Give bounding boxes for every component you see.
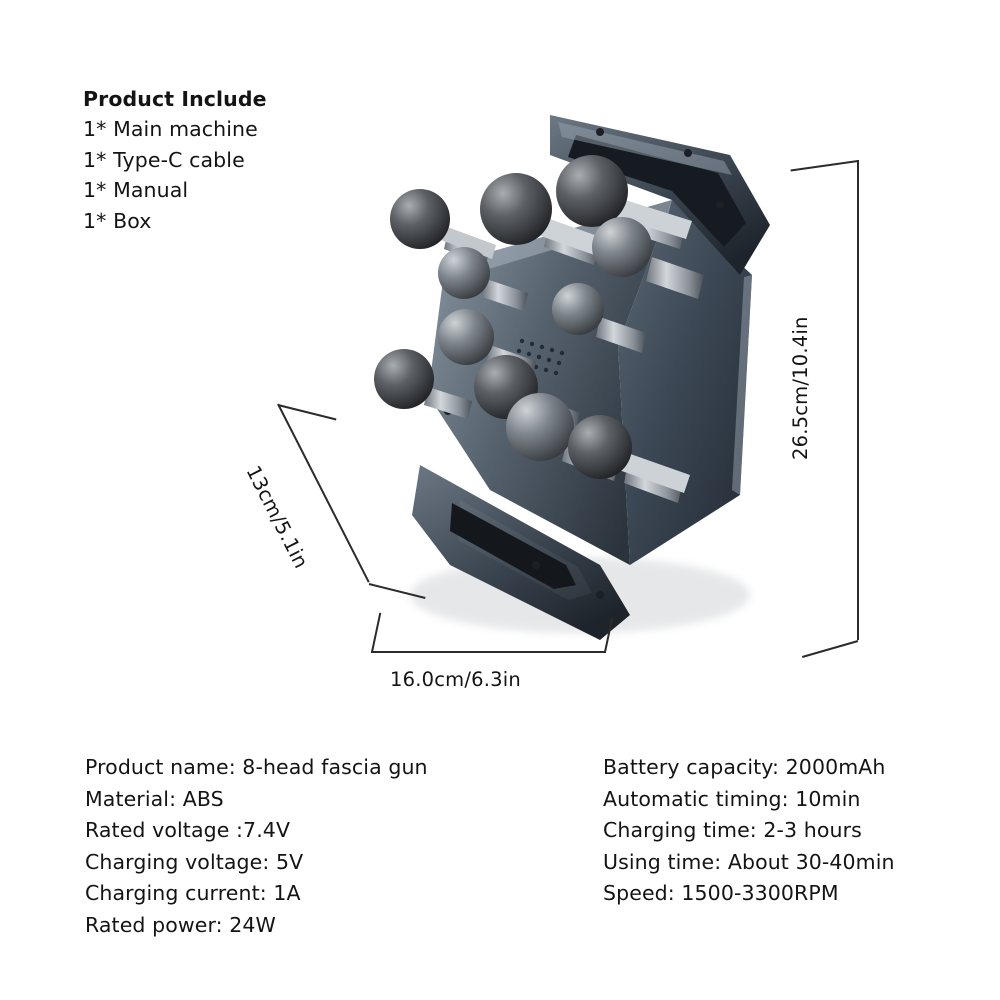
product-lower-handle — [412, 465, 630, 640]
massage-head — [480, 173, 606, 265]
vent-grill — [513, 338, 565, 376]
dimension-label-width: 16.0cm/6.3in — [390, 668, 521, 691]
spec-list-right: Battery capacity: 2000mAh Automatic timi… — [603, 752, 895, 910]
dimension-label-height: 26.5cm/10.4in — [789, 316, 812, 461]
spec-item: Automatic timing: 10min — [603, 786, 861, 811]
dimension-line-bottom — [371, 651, 606, 653]
massage-head — [438, 247, 528, 311]
massage-head — [568, 415, 690, 503]
spec-list-left: Product name: 8-head fascia gun Material… — [85, 752, 428, 941]
list-item: 1* Type-C cable — [83, 147, 245, 172]
spec-list: Product name: 8-head fascia gun Material… — [85, 752, 428, 941]
product-include-list: 1* Main machine 1* Type-C cable 1* Manua… — [83, 114, 413, 236]
spec-item: Charging time: 2-3 hours — [603, 818, 862, 842]
list-item: 1* Box — [83, 208, 152, 233]
spec-list: Battery capacity: 2000mAh Automatic timi… — [603, 752, 895, 910]
spec-item: Charging current: 1A — [85, 881, 301, 905]
massage-head — [556, 155, 692, 249]
screw-icon — [596, 591, 604, 599]
screw-icon — [716, 201, 724, 209]
product-include-title: Product Include — [83, 87, 267, 111]
spec-item: Using time: About 30-40min — [603, 849, 895, 874]
spec-item: Battery capacity: 2000mAh — [603, 755, 886, 779]
screw-icon — [596, 128, 604, 136]
dimension-line-right — [857, 160, 859, 640]
product-image — [300, 95, 820, 655]
spec-item: Speed: 1500-3300RPM — [603, 881, 839, 905]
spec-item: Rated power: 24W — [85, 912, 276, 937]
spec-item: Charging voltage: 5V — [85, 849, 304, 874]
spec-item: Rated voltage :7.4V — [85, 818, 291, 842]
list-item: 1* Main machine — [83, 117, 258, 141]
massage-head — [374, 349, 472, 419]
spec-item: Material: ABS — [85, 786, 224, 811]
spec-item: Product name: 8-head fascia gun — [85, 755, 428, 779]
massage-heads — [374, 155, 704, 503]
product-include-block: Product Include 1* Main machine 1* Type-… — [83, 84, 413, 236]
list-item: 1* Manual — [83, 178, 189, 202]
screw-icon — [532, 561, 540, 569]
massage-head — [592, 217, 704, 299]
massage-head — [552, 283, 646, 353]
screw-icon — [684, 149, 692, 157]
